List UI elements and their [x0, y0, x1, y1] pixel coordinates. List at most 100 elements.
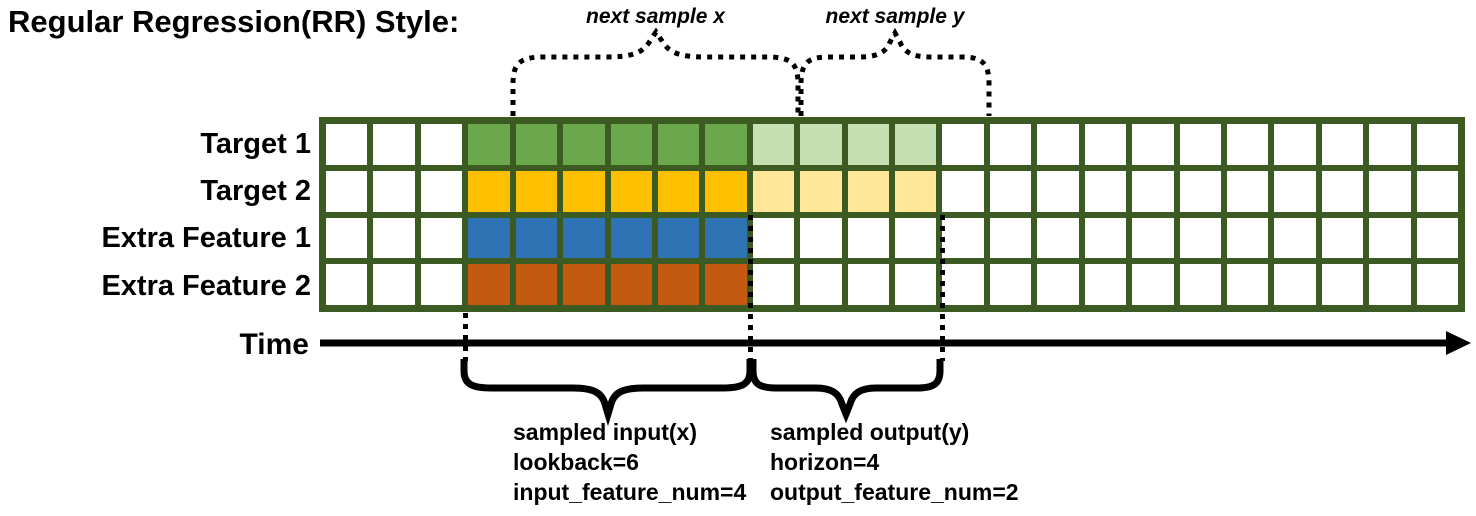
grid-cell — [942, 264, 984, 305]
grid-cell — [942, 217, 984, 259]
grid-cell — [1037, 170, 1079, 212]
grid-cell — [1369, 217, 1411, 259]
grid-cell — [705, 217, 747, 259]
grid-cell — [1132, 264, 1174, 305]
grid-cell — [1416, 264, 1458, 305]
grid-cell — [1274, 264, 1316, 305]
grid-cell — [989, 217, 1032, 259]
grid-cell — [752, 264, 795, 305]
output-feature-num-value: output_feature_num=2 — [770, 479, 1019, 505]
grid-cell — [610, 124, 652, 165]
grid-cell — [1084, 124, 1127, 165]
next-sample-y-label: next sample y — [825, 5, 965, 28]
grid-cell — [420, 124, 463, 165]
grid-cell — [373, 124, 415, 165]
time-axis-arrowhead — [1446, 331, 1471, 355]
grid-cell — [468, 264, 510, 305]
next-sample-y-brace — [798, 27, 992, 116]
grid-cell — [610, 217, 652, 259]
grid-cell — [1132, 170, 1174, 212]
sampled-output-title: sampled output(y) — [770, 419, 970, 445]
grid-cell — [895, 124, 937, 165]
grid-cell — [1226, 217, 1269, 259]
grid-cell — [1179, 170, 1221, 212]
grid-cell — [610, 170, 652, 212]
page-title: Regular Regression(RR) Style: — [8, 4, 460, 39]
grid-cell — [1037, 124, 1079, 165]
grid-cell — [752, 217, 795, 259]
grid-cell — [1179, 264, 1221, 305]
grid-cell — [1084, 170, 1127, 212]
grid-cell — [847, 124, 889, 165]
grid-cell — [1226, 264, 1269, 305]
time-axis-label: Time — [239, 328, 309, 361]
grid-cell — [657, 124, 700, 165]
grid-cell — [468, 217, 510, 259]
grid-cell — [468, 124, 510, 165]
grid-cell — [1416, 124, 1458, 165]
grid-cell — [373, 170, 415, 212]
sampled-input-brace — [460, 359, 754, 427]
grid-cell — [657, 217, 700, 259]
grid-cell — [563, 170, 605, 212]
sampled-input-annotation: sampled input(x) lookback=6 input_featur… — [513, 417, 746, 507]
sampled-output-annotation: sampled output(y) horizon=4 output_featu… — [770, 417, 1019, 507]
grid-cell — [847, 170, 889, 212]
grid-cell — [752, 170, 795, 212]
grid-cell — [1321, 124, 1364, 165]
grid-cell — [1321, 264, 1364, 305]
grid-cell — [326, 217, 368, 259]
grid-cell — [563, 124, 605, 165]
row-label: Target 1 — [200, 128, 311, 160]
grid-cell — [989, 264, 1032, 305]
grid-cell — [1274, 217, 1316, 259]
grid-cell — [515, 217, 558, 259]
lookback-value: lookback=6 — [513, 449, 639, 475]
grid-cell — [515, 264, 558, 305]
row-label: Target 2 — [200, 175, 311, 208]
row-label: Extra Feature 2 — [101, 269, 311, 302]
next-sample-x-label: next sample x — [586, 5, 725, 28]
horizon-value: horizon=4 — [770, 449, 880, 475]
grid-cell — [1369, 124, 1411, 165]
sampled-output-brace — [749, 359, 944, 424]
grid-cell — [942, 124, 984, 165]
grid-cell — [420, 264, 463, 305]
grid-cell — [1179, 124, 1221, 165]
grid-cell — [1132, 217, 1174, 259]
grid-cell — [563, 217, 605, 259]
grid-cell — [989, 124, 1032, 165]
grid-cell — [1084, 217, 1127, 259]
grid-cell — [420, 217, 463, 259]
grid-cell — [895, 264, 937, 305]
grid-cell — [373, 264, 415, 305]
grid-cell — [515, 124, 558, 165]
grid-cell — [1321, 217, 1364, 259]
grid-cell — [468, 170, 510, 212]
grid-cell — [942, 170, 984, 212]
grid-cell — [1084, 264, 1127, 305]
grid-cell — [895, 170, 937, 212]
next-sample-x-brace — [510, 27, 801, 116]
grid-cell — [1369, 170, 1411, 212]
grid-cell — [1274, 170, 1316, 212]
sampled-input-title: sampled input(x) — [513, 419, 698, 445]
grid-cell — [1226, 170, 1269, 212]
grid-cell — [1416, 170, 1458, 212]
input-feature-num-value: input_feature_num=4 — [513, 479, 747, 505]
grid-cell — [610, 264, 652, 305]
grid-cell — [1416, 217, 1458, 259]
grid-cell — [1179, 217, 1221, 259]
grid-cell — [1037, 217, 1079, 259]
sample-grid — [319, 117, 1465, 312]
grid-cell — [1369, 264, 1411, 305]
grid-cell — [326, 124, 368, 165]
grid-cell — [1037, 264, 1079, 305]
grid-cell — [705, 124, 747, 165]
grid-cell — [800, 124, 842, 165]
grid-cell — [373, 217, 415, 259]
grid-cell — [800, 170, 842, 212]
grid-cell — [847, 264, 889, 305]
grid-cell — [847, 217, 889, 259]
